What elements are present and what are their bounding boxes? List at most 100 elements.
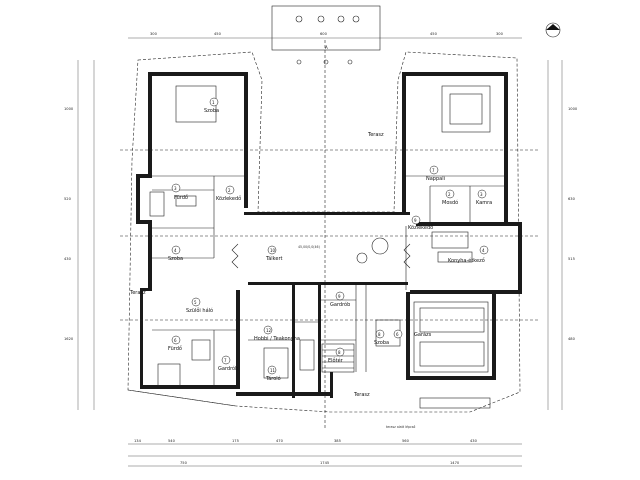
svg-text:Tároló: Tároló — [265, 375, 281, 382]
svg-text:480: 480 — [568, 337, 576, 341]
svg-text:Terasz: Terasz — [367, 132, 384, 138]
svg-text:385: 385 — [334, 439, 341, 443]
furniture — [149, 85, 491, 409]
svg-text:3: 3 — [480, 192, 483, 197]
svg-text:8: 8 — [338, 350, 341, 355]
svg-text:1470: 1470 — [450, 461, 460, 465]
room-label: 6 Garázs — [393, 329, 432, 339]
exterior-walls — [136, 72, 522, 398]
north-marker-label: A — [325, 45, 328, 50]
svg-text:Nappali: Nappali — [426, 176, 445, 182]
svg-text:Fürdő: Fürdő — [168, 346, 182, 352]
dim-labels-top: 300 450 600 450 300 — [150, 32, 504, 36]
svg-text:430: 430 — [470, 439, 478, 443]
room-label: Terasz — [353, 392, 370, 398]
svg-text:Mosdó: Mosdó — [442, 199, 458, 206]
svg-text:9: 9 — [414, 218, 417, 223]
dim-labels-right: 1000 630 515 480 — [568, 107, 578, 341]
svg-text:600: 600 — [320, 32, 328, 36]
svg-text:4: 4 — [482, 248, 485, 253]
svg-text:1745: 1745 — [320, 461, 329, 465]
svg-text:750: 750 — [180, 461, 188, 465]
svg-text:540: 540 — [168, 439, 176, 443]
svg-text:9: 9 — [338, 294, 341, 299]
svg-text:Terasz: Terasz — [129, 290, 146, 296]
svg-text:Szoba: Szoba — [374, 340, 389, 346]
svg-text:Tálkert: Tálkert — [265, 255, 283, 262]
dim-labels-left: 1000 520 430 1620 — [64, 107, 74, 341]
svg-text:175: 175 — [232, 439, 239, 443]
break-lines — [231, 243, 411, 269]
svg-text:450: 450 — [214, 32, 222, 36]
svg-text:630: 630 — [568, 197, 576, 201]
svg-text:8: 8 — [378, 332, 381, 337]
entrance-canopy — [271, 5, 381, 65]
dimension-lines — [77, 37, 563, 467]
bottom-note: terasz alatt lépcső — [386, 425, 415, 429]
svg-text:3: 3 — [174, 186, 177, 191]
svg-text:515: 515 — [568, 257, 575, 261]
svg-text:Szoba: Szoba — [168, 256, 183, 262]
svg-text:Közlekedő: Közlekedő — [216, 196, 241, 202]
dim-labels-bottom-2: 750 1745 1470 — [180, 461, 460, 465]
svg-text:7: 7 — [224, 358, 227, 363]
svg-text:1620: 1620 — [64, 337, 74, 341]
dim-labels-bottom-1: 134 540 175 470 385 560 430 — [134, 439, 478, 443]
svg-text:430: 430 — [64, 257, 72, 261]
svg-text:Terasz: Terasz — [353, 392, 370, 398]
svg-text:520: 520 — [64, 197, 72, 201]
svg-text:300: 300 — [496, 32, 504, 36]
svg-text:2: 2 — [228, 188, 231, 193]
svg-text:12: 12 — [266, 328, 272, 333]
svg-text:Előtér: Előtér — [328, 357, 344, 364]
svg-text:450: 450 — [430, 32, 438, 36]
svg-text:470: 470 — [276, 439, 284, 443]
svg-text:Közlekedő: Közlekedő — [408, 225, 433, 231]
svg-text:Gardrób: Gardrób — [330, 301, 350, 308]
svg-text:300: 300 — [150, 32, 158, 36]
svg-text:Gardrób: Gardrób — [218, 365, 238, 372]
svg-text:5: 5 — [194, 300, 197, 305]
svg-text:11: 11 — [270, 368, 276, 373]
svg-text:134: 134 — [134, 439, 142, 443]
north-arrow-icon — [545, 22, 561, 38]
svg-text:1000: 1000 — [568, 107, 578, 111]
svg-text:4: 4 — [174, 248, 177, 253]
svg-text:10: 10 — [270, 248, 276, 253]
svg-text:2: 2 — [448, 192, 451, 197]
svg-text:560: 560 — [402, 439, 410, 443]
svg-text:Szoba: Szoba — [204, 108, 219, 114]
svg-text:1000: 1000 — [64, 107, 74, 111]
svg-text:1: 1 — [212, 100, 215, 105]
svg-text:Fürdő: Fürdő — [174, 195, 188, 201]
roof-outline — [127, 51, 521, 413]
svg-text:7: 7 — [432, 168, 435, 173]
center-level-note: 45,00/0,0(46) — [298, 245, 320, 249]
svg-text:Garázs: Garázs — [414, 331, 432, 338]
svg-text:Kamra: Kamra — [476, 200, 492, 206]
interior-partitions — [120, 40, 540, 430]
svg-text:Konyha-étkező: Konyha-étkező — [448, 257, 485, 264]
room-label: Terasz — [129, 290, 146, 296]
svg-text:6: 6 — [396, 332, 399, 337]
svg-text:Szülői háló: Szülői háló — [186, 307, 213, 314]
